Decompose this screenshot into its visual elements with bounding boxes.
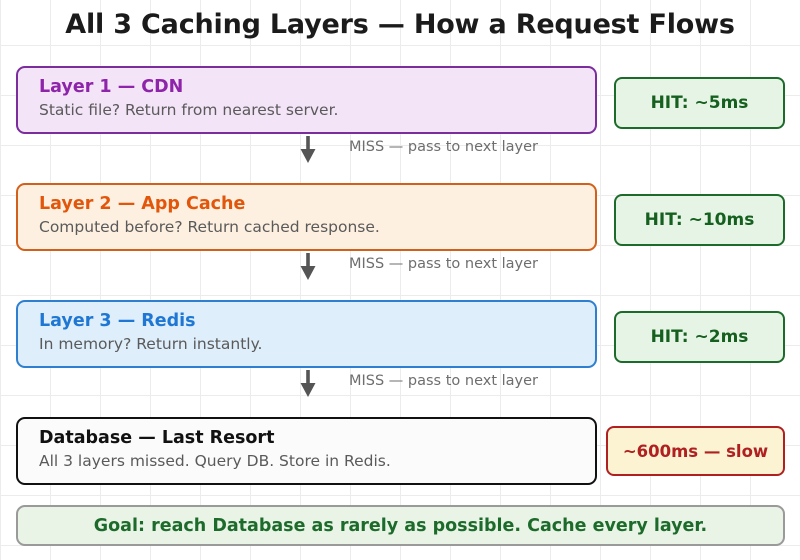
layer-subtitle-cdn: Static file? Return from nearest server. xyxy=(39,101,339,119)
layer-box-cdn: Layer 1 — CDN Static file? Return from n… xyxy=(16,66,597,134)
layer-title-cdn: Layer 1 — CDN xyxy=(39,77,184,97)
layer-subtitle-app-cache: Computed before? Return cached response. xyxy=(39,218,380,236)
page-title: All 3 Caching Layers — How a Request Flo… xyxy=(65,9,735,40)
layer-title-database: Database — Last Resort xyxy=(39,428,275,448)
transition-app-cache-to-redis: MISS — pass to next layer xyxy=(0,253,800,283)
goal-banner: Goal: reach Database as rarely as possib… xyxy=(16,505,785,546)
arrow-down-icon xyxy=(300,136,316,163)
layer-box-redis: Layer 3 — Redis In memory? Return instan… xyxy=(16,300,597,368)
goal-text: Goal: reach Database as rarely as possib… xyxy=(93,515,708,536)
badge-hit-cdn: HIT: ~5ms xyxy=(614,77,785,129)
badge-slow-database: ~600ms — slow xyxy=(606,426,785,476)
layer-subtitle-redis: In memory? Return instantly. xyxy=(39,335,263,353)
transition-label-1: MISS — pass to next layer xyxy=(349,139,538,155)
transition-label-3: MISS — pass to next layer xyxy=(349,373,538,389)
arrow-down-icon xyxy=(300,253,316,280)
transition-redis-to-database: MISS — pass to next layer xyxy=(0,370,800,400)
layer-subtitle-database: All 3 layers missed. Query DB. Store in … xyxy=(39,452,391,470)
transition-cdn-to-app-cache: MISS — pass to next layer xyxy=(0,136,800,166)
badge-hit-redis: HIT: ~2ms xyxy=(614,311,785,363)
layer-box-app-cache: Layer 2 — App Cache Computed before? Ret… xyxy=(16,183,597,251)
layer-box-database: Database — Last Resort All 3 layers miss… xyxy=(16,417,597,485)
badge-hit-app-cache: HIT: ~10ms xyxy=(614,194,785,246)
arrow-down-icon xyxy=(300,370,316,397)
layer-title-redis: Layer 3 — Redis xyxy=(39,311,196,331)
transition-label-2: MISS — pass to next layer xyxy=(349,256,538,272)
layer-title-app-cache: Layer 2 — App Cache xyxy=(39,194,246,214)
